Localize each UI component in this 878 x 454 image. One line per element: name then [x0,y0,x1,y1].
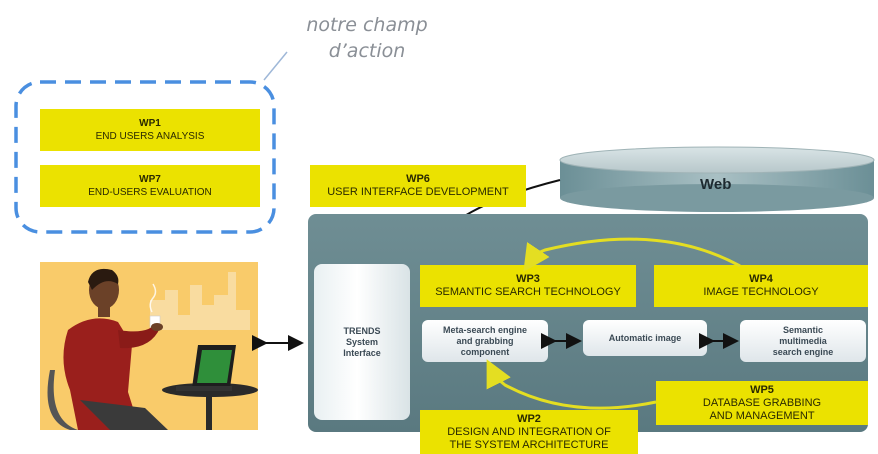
meta-line-2: and grabbing [456,335,514,346]
person-illustration [40,262,258,430]
meta-line-3: component [460,346,510,357]
wp7-desc: END-USERS EVALUATION [88,187,212,198]
wp1-id: WP1 [139,118,161,129]
web-label: Web [700,176,732,193]
semantic-line-1: Semantic [782,324,824,335]
wp2-id: WP2 [517,412,541,425]
trends-line-1: TRENDS [343,325,381,336]
wp2-desc-2: THE SYSTEM ARCHITECTURE [449,438,609,451]
wp3-id: WP3 [516,273,540,285]
wp4-id: WP4 [749,273,773,285]
automatic-image-box: Automatic image [583,320,707,356]
semantic-line-2: multimedia [779,335,827,346]
wp2-box: WP2 DESIGN AND INTEGRATION OF THE SYSTEM… [420,410,638,454]
wp5-desc-1: DATABASE GRABBING [702,396,822,409]
meta-search-engine-box: Meta-search engine and grabbing componen… [422,320,548,362]
wp6-box: WP6 USER INTERFACE DEVELOPMENT [310,165,526,207]
semantic-search-engine-box: Semantic multimedia search engine [740,320,866,362]
wp5-id: WP5 [750,383,774,396]
trends-line-2: System [345,336,379,347]
wp1-box: WP1 END USERS ANALYSIS [40,109,260,151]
trends-line-3: Interface [343,347,381,358]
wp3-desc: SEMANTIC SEARCH TECHNOLOGY [435,286,621,298]
meta-line-1: Meta-search engine [442,324,528,335]
action-scope-dashed-border [14,80,276,234]
wp7-id: WP7 [139,174,161,185]
annotation-pointer-line [263,51,288,81]
web-cylinder [559,146,875,212]
annotation-line-2: d’action [328,40,406,62]
wp2-desc-1: DESIGN AND INTEGRATION OF [447,425,611,438]
trends-interface-box: TRENDS System Interface [314,264,410,420]
wp5-desc-2: AND MANAGEMENT [709,409,815,422]
wp7-box: WP7 END-USERS EVALUATION [40,165,260,207]
wp6-desc: USER INTERFACE DEVELOPMENT [327,186,509,198]
auto-image-label: Automatic image [608,332,682,343]
wp1-desc: END USERS ANALYSIS [95,131,205,142]
semantic-line-3: search engine [772,346,834,357]
wp3-box: WP3 SEMANTIC SEARCH TECHNOLOGY [420,265,636,307]
wp5-box: WP5 DATABASE GRABBING AND MANAGEMENT [656,381,868,425]
wp6-id: WP6 [406,173,430,185]
annotation-line-1: notre champ [306,14,428,36]
wp4-box: WP4 IMAGE TECHNOLOGY [654,265,868,307]
annotation-text: notre champ d’action [292,12,442,64]
wp4-desc: IMAGE TECHNOLOGY [703,286,819,298]
